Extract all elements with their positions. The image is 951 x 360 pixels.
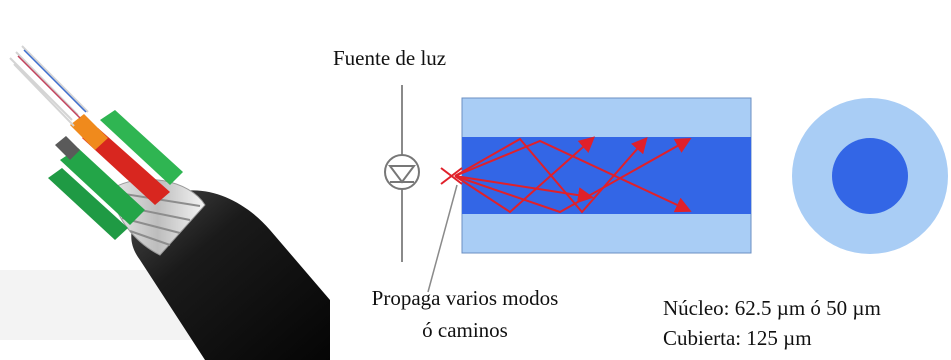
core-circle xyxy=(832,138,908,214)
light-source-label: Fuente de luz xyxy=(333,46,447,70)
pointer-line xyxy=(427,184,458,293)
core-band xyxy=(462,137,751,214)
led-diode-icon xyxy=(384,154,420,190)
ray-mode-2 xyxy=(454,138,692,214)
green-tube-3 xyxy=(48,168,128,240)
ray-cross-b xyxy=(440,167,463,185)
fiber-longitudinal-section xyxy=(440,97,752,254)
ray-mode-5 xyxy=(454,175,594,204)
gray-tube xyxy=(55,136,80,160)
cable-jacket xyxy=(131,190,330,360)
core-spec-label: Núcleo: 62.5 µm ó 50 µm xyxy=(663,296,881,320)
ray-mode-4 xyxy=(454,136,595,214)
propagation-label-line1: Propaga varios modos xyxy=(371,286,559,310)
light-rays xyxy=(440,136,692,214)
red-tube xyxy=(82,128,170,205)
green-tube-1 xyxy=(60,148,145,225)
fiber-blue-strand xyxy=(23,49,87,113)
light-source xyxy=(384,85,420,262)
orange-tube xyxy=(70,114,108,150)
propagation-label-line2: ó caminos xyxy=(422,318,508,342)
ray-mode-3 xyxy=(454,139,692,213)
cladding-spec-label: Cubierta: 125 µm xyxy=(663,326,812,350)
fiber-red-strand xyxy=(17,55,81,119)
fiber-cross-section xyxy=(792,98,948,254)
fiber-optic-cable-illustration xyxy=(0,45,330,360)
green-tube-2 xyxy=(100,110,183,185)
